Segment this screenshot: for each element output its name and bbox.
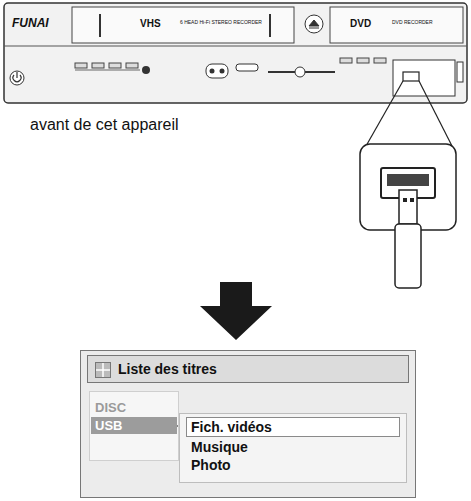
submenu-box: Fich. vidéosMusiquePhoto <box>179 413 407 483</box>
zoom-callout <box>360 144 456 230</box>
title-icon <box>95 362 111 378</box>
usb-slot <box>387 174 429 186</box>
panel-label: VHS <box>140 18 161 29</box>
menu-text: Musique <box>186 438 400 456</box>
recorder-body <box>4 3 467 103</box>
menu-text: DISC <box>95 400 173 415</box>
panel-label: FUNAI <box>12 16 49 30</box>
vcr-buttons <box>75 63 138 68</box>
menu-item-selected: USB <box>91 417 177 434</box>
jog-knob <box>295 67 305 77</box>
leader-line <box>366 81 403 146</box>
dvd-tray <box>330 7 463 43</box>
menu-text: USB <box>95 418 173 433</box>
eject-button <box>305 15 323 33</box>
usb-stick <box>395 224 421 288</box>
usb-plug <box>399 190 417 224</box>
menu-window: Liste des titresDISC USB Fich. vidéosMusiq… <box>80 350 416 498</box>
menu-item: DISC <box>91 399 177 416</box>
indicator <box>142 66 150 74</box>
side-jack <box>457 62 463 82</box>
window-title: Liste des titres <box>87 355 409 383</box>
trim-line <box>75 70 140 71</box>
slot-mark <box>269 14 271 37</box>
power-button <box>10 71 24 85</box>
menu-text: Photo <box>186 456 400 474</box>
panel-label: 6 HEAD Hi-Fi STEREO RECORDER <box>180 19 262 25</box>
panel-split <box>4 46 467 47</box>
dvd-buttons <box>340 58 386 63</box>
eject-symbol <box>309 20 319 28</box>
usb-port <box>403 72 419 81</box>
output-button <box>236 64 258 71</box>
power-symbol <box>13 72 21 82</box>
channel-button <box>206 64 228 78</box>
menu-text: Fich. vidéos <box>186 417 400 437</box>
flow-arrow <box>200 282 272 340</box>
caption-note: avant de cet appareil <box>30 116 179 134</box>
panel-label: DVD RECORDER <box>392 19 433 25</box>
vhs-door <box>72 7 294 43</box>
leader-line <box>419 81 452 146</box>
slot-mark <box>99 14 101 37</box>
panel-label: DVD <box>350 18 371 29</box>
